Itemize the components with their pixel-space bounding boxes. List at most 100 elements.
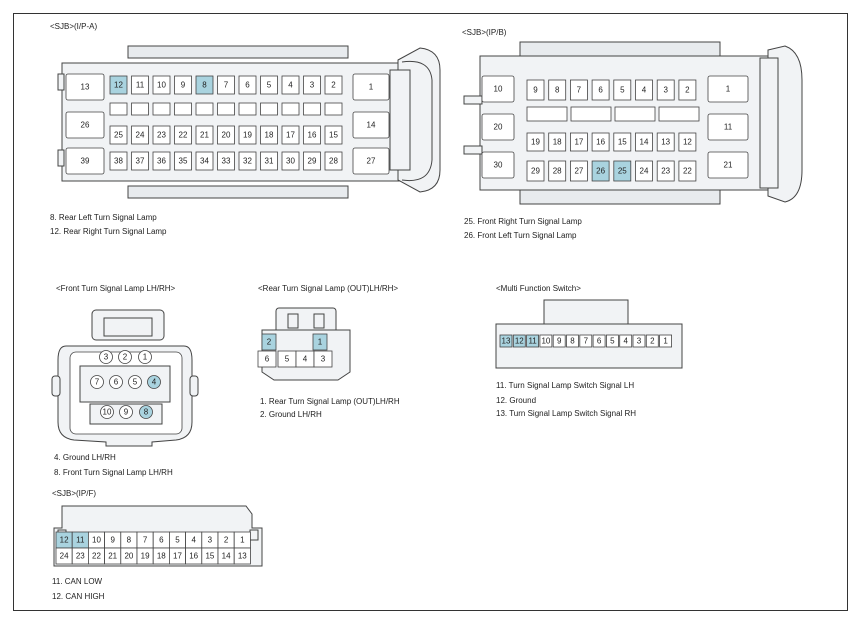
pin-label-sjb_ipb-22: 22 xyxy=(683,167,692,176)
pin-label-sjb_ipa-1: 1 xyxy=(369,83,374,92)
pin-cavity-sjb_ipb-8 xyxy=(548,79,567,101)
pin-label-sjb_ipb-30: 30 xyxy=(494,161,503,170)
pin-cavity-sjb_ipb-17 xyxy=(570,132,588,152)
pin-label-rear_turn-5: 5 xyxy=(285,355,290,364)
note-front-turn-2: 8. Front Turn Signal Lamp LH/RH xyxy=(54,468,173,477)
pin-label-sjb_ipb-23: 23 xyxy=(661,167,670,176)
pin-cavity-sjb_ipa-8 xyxy=(195,75,214,95)
connector-title-rear-turn-lamp: <Rear Turn Signal Lamp (OUT)LH/RH> xyxy=(258,284,399,293)
pin-cavity-sjb_ipa-15 xyxy=(324,125,343,145)
pin-label-sjb_ipa-39: 39 xyxy=(81,157,90,166)
pin-cavity-sjb_ipb-18 xyxy=(548,132,567,152)
pin-label-sjb_ipa-30: 30 xyxy=(286,157,295,166)
pin-label-sjb_ipf-20: 20 xyxy=(124,552,133,561)
pin-label-sjb_ipf-23: 23 xyxy=(76,552,85,561)
pin-label-sjb_ipf-18: 18 xyxy=(157,552,166,561)
pin-cavity-sjb_ipb-27 xyxy=(570,160,588,182)
pin-label-sjb_ipf-9: 9 xyxy=(110,536,115,545)
pin-cavity-mfs-10 xyxy=(539,334,553,348)
pin-cavity-sjb_ipb-10 xyxy=(481,75,515,103)
pin-label-sjb_ipa-13: 13 xyxy=(81,83,90,92)
pin-label-sjb_ipb-13: 13 xyxy=(661,138,670,147)
pin-cavity-sjb_ipa-35 xyxy=(174,151,192,171)
pin-cavity-sjb_ipa-13 xyxy=(65,73,105,101)
pin-label-rear_turn-1: 1 xyxy=(318,338,323,347)
pin-label-sjb_ipb-18: 18 xyxy=(553,138,562,147)
pin-label-sjb_ipb-20: 20 xyxy=(494,123,503,132)
pin-cavity-sjb_ipa-25 xyxy=(109,125,128,145)
pin-cavity-sjb_ipa-19 xyxy=(238,125,257,145)
pin-label-sjb_ipb-5: 5 xyxy=(620,86,625,95)
pin-label-mfs-11: 11 xyxy=(528,337,537,346)
pin-label-sjb_ipb-21: 21 xyxy=(724,161,733,170)
pin-cavity-sjb_ipa-32 xyxy=(238,151,257,171)
pin-cavity-front_turn-7 xyxy=(90,375,104,389)
pin-label-mfs-12: 12 xyxy=(515,337,524,346)
note-rear-turn-1: 1. Rear Turn Signal Lamp (OUT)LH/RH xyxy=(260,397,400,406)
pin-cavity-front_turn-1 xyxy=(138,350,152,364)
pin-label-mfs-8: 8 xyxy=(570,337,575,346)
pin-cavity-sjb_ipb-9 xyxy=(526,79,545,101)
note-mfs-1: 11. Turn Signal Lamp Switch Signal LH xyxy=(496,381,635,390)
pin-cavity-sjb_ipa-12 xyxy=(109,75,128,95)
note-front-turn-1: 4. Ground LH/RH xyxy=(54,453,116,462)
pin-cavity-mfs-5 xyxy=(606,334,619,348)
pin-cavity-sjb_ipb-20 xyxy=(481,113,515,141)
pin-cavity-sjb_ipb-15 xyxy=(613,132,632,152)
pin-label-sjb_ipf-4: 4 xyxy=(191,536,196,545)
pin-label-mfs-10: 10 xyxy=(541,337,550,346)
pin-label-sjb_ipb-9: 9 xyxy=(533,86,538,95)
pin-label-sjb_ipb-7: 7 xyxy=(577,86,582,95)
pin-cavity-sjb_ipa-37 xyxy=(131,151,149,171)
pin-label-sjb_ipf-14: 14 xyxy=(222,552,231,561)
pin-cavity-sjb_ipa-28 xyxy=(324,151,343,171)
pin-cavity-rear_turn-3 xyxy=(313,350,333,368)
pin-cavity-sjb_ipb-21 xyxy=(707,151,749,179)
pin-label-front_turn-1: 1 xyxy=(143,353,148,362)
pin-label-front_turn-6: 6 xyxy=(114,378,119,387)
pin-cavity-front_turn-9 xyxy=(119,405,133,419)
pin-label-sjb_ipa-17: 17 xyxy=(286,131,295,140)
pin-cavity-sjb_ipa-34 xyxy=(195,151,214,171)
pin-cavity-mfs-4 xyxy=(619,334,633,348)
pin-cavity-rear_turn-2 xyxy=(261,333,277,351)
pin-label-sjb_ipb-27: 27 xyxy=(574,167,583,176)
pin-label-rear_turn-6: 6 xyxy=(265,355,270,364)
pin-label-sjb_ipa-32: 32 xyxy=(243,157,252,166)
pin-cavity-sjb_ipb-3 xyxy=(656,79,675,101)
connector-title-front-turn-lamp: <Front Turn Signal Lamp LH/RH> xyxy=(56,284,176,293)
pin-cavity-front_turn-10 xyxy=(100,405,114,419)
pin-label-sjb_ipa-28: 28 xyxy=(329,157,338,166)
pin-cavity-mfs-12 xyxy=(512,334,526,348)
pin-cavity-sjb_ipa-22 xyxy=(174,125,192,145)
note-sjb-ipb-1: 25. Front Right Turn Signal Lamp xyxy=(464,217,582,226)
pin-cavity-sjb_ipa-14 xyxy=(352,111,390,139)
pin-cavity-sjb_ipa-17 xyxy=(281,125,300,145)
pin-label-sjb_ipb-12: 12 xyxy=(683,138,692,147)
pin-label-front_turn-7: 7 xyxy=(95,378,100,387)
pin-label-sjb_ipa-22: 22 xyxy=(179,131,188,140)
pin-cavity-sjb_ipa-33 xyxy=(217,151,235,171)
pin-label-sjb_ipa-2: 2 xyxy=(331,81,336,90)
pin-cavity-mfs-13 xyxy=(499,334,513,348)
note-sjb-ipf-1: 11. CAN LOW xyxy=(52,577,103,586)
pin-cavity-sjb_ipa-23 xyxy=(152,125,171,145)
pin-cavity-sjb_ipb-12 xyxy=(678,132,697,152)
note-sjb-ipb-2: 26. Front Left Turn Signal Lamp xyxy=(464,231,577,240)
pin-cavity-sjb_ipa-16 xyxy=(303,125,321,145)
pin-cavity-sjb_ipb-2 xyxy=(678,79,697,101)
pin-cavity-sjb_ipa-29 xyxy=(303,151,321,171)
pin-label-sjb_ipa-34: 34 xyxy=(200,157,209,166)
pin-label-sjb_ipf-21: 21 xyxy=(108,552,117,561)
pin-label-sjb_ipa-20: 20 xyxy=(222,131,231,140)
pin-label-sjb_ipa-4: 4 xyxy=(288,81,293,90)
pin-label-mfs-2: 2 xyxy=(650,337,655,346)
pin-cavity-front_turn-4 xyxy=(147,375,161,389)
pin-cavity-sjb_ipb-19 xyxy=(526,132,545,152)
